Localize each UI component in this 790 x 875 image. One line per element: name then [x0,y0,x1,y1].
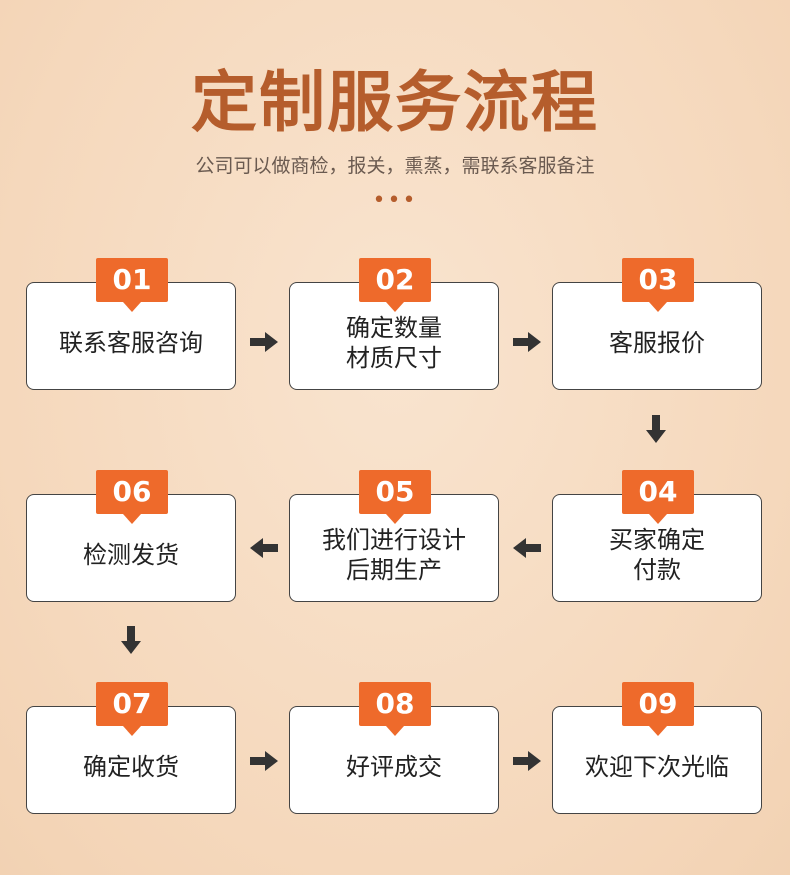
arrow-down-icon [118,625,144,655]
arrow-down-icon [643,414,669,444]
decorative-dots: ••• [372,188,418,213]
step-label: 确定收货 [83,753,179,781]
step-card-04: 买家确定 付款 [552,494,762,602]
step-number-badge: 03 [622,258,694,312]
step-number-badge: 08 [359,682,431,736]
step-label: 买家确定 付款 [609,526,705,584]
step-number-badge: 07 [96,682,168,736]
step-number-badge: 09 [622,682,694,736]
step-label: 联系客服咨询 [59,329,203,357]
page-subtitle: 公司可以做商检，报关，熏蒸，需联系客服备注 [195,155,595,177]
step-number-badge: 04 [622,470,694,524]
step-number-badge: 05 [359,470,431,524]
step-number-badge: 02 [359,258,431,312]
arrow-left-icon [512,535,542,561]
arrow-left-icon [249,535,279,561]
step-label: 检测发货 [83,541,179,569]
arrow-right-icon [512,748,542,774]
step-label: 客服报价 [609,329,705,357]
arrow-right-icon [249,329,279,355]
arrow-right-icon [512,329,542,355]
arrow-right-icon [249,748,279,774]
page-title: 定制服务流程 [191,63,599,141]
step-number-badge: 01 [96,258,168,312]
step-label: 确定数量 材质尺寸 [346,314,442,372]
step-label: 好评成交 [346,753,442,781]
step-label: 我们进行设计 后期生产 [322,526,466,584]
step-number-badge: 06 [96,470,168,524]
step-label: 欢迎下次光临 [585,753,729,781]
